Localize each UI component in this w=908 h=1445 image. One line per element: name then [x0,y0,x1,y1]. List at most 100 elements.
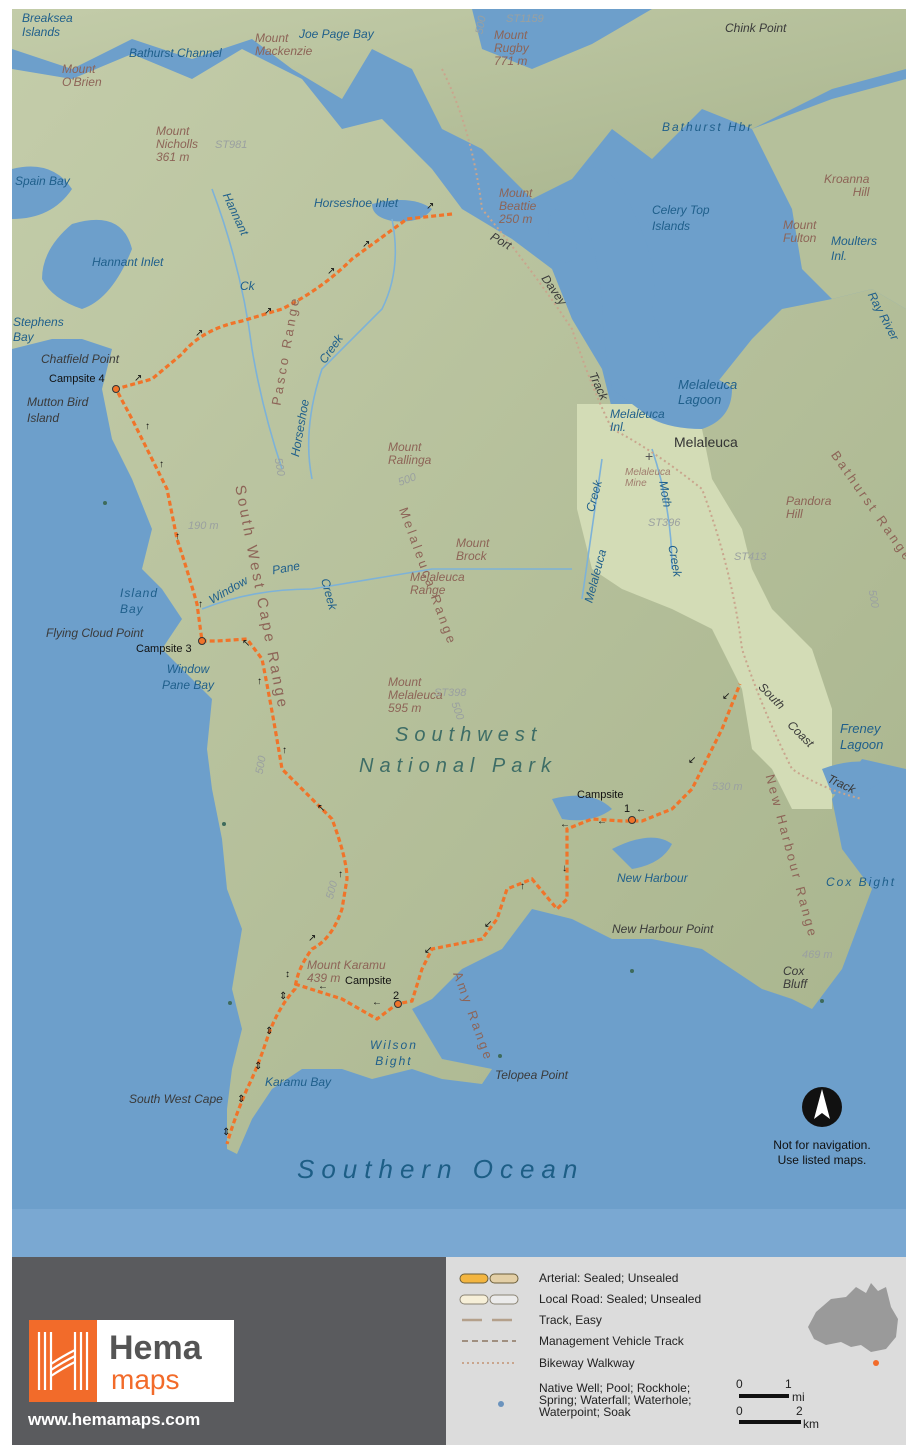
label-pandora-hill: Pandora Hill [786,494,832,521]
label-island-bay: Island Bay [120,586,159,616]
label-mutton-bird-island: Mutton Bird Island [27,395,89,425]
svg-text:↑: ↑ [145,421,150,432]
label-cox-bluff: Cox Bluff [783,964,808,991]
svg-text:←: ← [597,816,607,827]
label-190m: 190 m [188,520,219,532]
svg-text:⇕: ⇕ [254,1061,262,1072]
label-freney-lagoon: Freney Lagoon [840,721,884,752]
australia-inset-icon [808,1283,898,1366]
svg-text:↗: ↗ [264,306,272,317]
label-melaleuca-range-small: Melaleuca Range [410,570,465,597]
label-melaleuca-lagoon: Melaleuca Lagoon [678,377,738,407]
legend-bikeway-walkway: Bikeway Walkway [539,1356,635,1370]
svg-text:↙: ↙ [484,919,492,930]
north-arrow-icon [802,1087,842,1127]
hema-logo[interactable]: Hema maps [29,1320,234,1402]
label-melaleuca-inlet: Melaleuca Inl. [610,407,665,434]
label-celery-top-islands: Celery Top Islands [652,203,710,233]
svg-text:↖: ↖ [317,803,325,814]
label-southwest: Southwest [395,724,543,746]
legend-footer: Hema maps www.hemamaps.com Arterial: Sea… [12,1257,906,1445]
label-mount-mackenzie: Mount Mackenzie [255,31,313,58]
svg-text:↑: ↑ [520,881,525,892]
hema-logo-icon [29,1320,97,1402]
svg-text:←: ← [560,819,570,830]
label-cox-bight: Cox Bight [826,875,897,889]
legend-panel: Arterial: Sealed; Unsealed Local Road: S… [446,1257,906,1445]
svg-text:↑: ↑ [198,599,203,610]
svg-text:↑: ↑ [282,745,287,756]
scale-mi-zero: 0 [736,1377,743,1391]
label-campsite-2: Campsite [345,975,392,987]
legend-track-easy: Track, Easy [539,1313,602,1327]
label-wilson-bight: Wilson Bight [370,1038,418,1068]
label-st413: ST413 [734,551,767,563]
label-mount-rugby: Mount Rugby 771 m [494,28,529,68]
map-area[interactable]: ↗↗↗ ↗↗↗ ↑↑↑ ↑↖↑ ↑↖↑ ↗↕⇕ ⇕⇕⇕ ⇕←← ↙↙↑ ↓←← … [12,9,906,1257]
label-stephens-bay: Stephens Bay [13,315,64,344]
campsite-marker-icon [628,816,636,824]
label-mount-obrien: Mount O'Brien [62,62,102,89]
map-terrain: ↗↗↗ ↗↗↗ ↑↑↑ ↑↖↑ ↑↖↑ ↗↕⇕ ⇕⇕⇕ ⇕←← ↙↙↑ ↓←← … [12,9,906,1257]
svg-text:↑: ↑ [257,676,262,687]
svg-text:↗: ↗ [426,201,434,212]
label-southern-ocean: Southern Ocean [297,1154,585,1184]
label-moulters-inlet: Moulters Inl. [831,234,878,263]
label-melaleuca: Melaleuca [674,434,738,450]
legend-water-points: Native Well; Pool; Rockhole; Spring; Wat… [539,1381,692,1419]
label-flying-cloud-point: Flying Cloud Point [46,626,144,640]
label-campsite-1-number: 1 [624,803,631,815]
label-national-park: National Park [359,755,558,777]
scale-mi-unit: mi [792,1390,805,1404]
svg-text:↗: ↗ [195,328,203,339]
label-kroanna-hill: Kroanna Hill [824,172,870,199]
label-chink-point: Chink Point [725,21,787,35]
website-link[interactable]: www.hemamaps.com [28,1410,201,1429]
legend-symbols [459,1273,898,1424]
label-hannant-ck: Ck [240,279,255,293]
airstrip-icon: + [645,448,653,464]
label-campsite-1: Campsite [577,789,624,801]
legend-local-road: Local Road: Sealed; Unsealed [539,1292,702,1306]
label-mount-fulton: Mount Fulton [783,218,817,245]
label-karamu-bay: Karamu Bay [265,1075,332,1089]
label-campsite-2-number: 2 [393,990,400,1002]
logo-word-hema: Hema [109,1329,202,1367]
label-mount-brock: Mount Brock [456,536,490,563]
campsite-marker-icon [394,1000,402,1008]
label-telopea-point: Telopea Point [495,1068,568,1082]
svg-text:⇕: ⇕ [222,1127,230,1138]
campsite-marker-icon [198,637,206,645]
svg-text:←: ← [636,804,646,815]
scale-km-zero: 0 [736,1404,743,1418]
svg-text:↗: ↗ [362,239,370,250]
label-st396: ST396 [648,517,681,529]
label-hannant-inlet: Hannant Inlet [92,255,164,269]
svg-text:↗: ↗ [134,373,142,384]
svg-text:↗: ↗ [308,933,316,944]
svg-text:↕: ↕ [285,969,290,980]
label-new-harbour: New Harbour [617,871,688,885]
route-arrow-icon: ↗↗↗ ↗↗↗ ↑↑↑ ↑↖↑ ↑↖↑ ↗↕⇕ ⇕⇕⇕ ⇕←← ↙↙↑ ↓←← … [134,201,730,1138]
legend-arterial: Arterial: Sealed; Unsealed [539,1271,679,1285]
svg-text:↑: ↑ [159,459,164,470]
not-for-navigation-note: Not for navigation. Use listed maps. [773,1138,871,1167]
svg-text:↙: ↙ [688,755,696,766]
scale-mi-one: 1 [785,1377,792,1391]
label-new-harbour-point: New Harbour Point [612,922,714,936]
campsite-marker-icon [112,385,120,393]
label-breaksea-islands: Breaksea Islands [22,11,73,39]
label-mount-nicholls: Mount Nicholls 361 m [156,124,199,164]
label-st981: ST981 [215,139,248,151]
label-joe-page-bay: Joe Page Bay [299,27,374,41]
svg-text:↓: ↓ [562,863,567,874]
label-bathurst-hbr: Bathurst Hbr [662,120,754,134]
label-spain-bay: Spain Bay [15,174,70,188]
svg-text:↙: ↙ [424,945,432,956]
label-melaleuca-mine: Melaleuca Mine [625,467,671,489]
label-chatfield-point: Chatfield Point [41,352,120,366]
svg-text:↙: ↙ [722,691,730,702]
legend-management-track: Management Vehicle Track [539,1334,684,1348]
label-mount-karamu: Mount Karamu 439 m [307,958,386,985]
svg-text:↑: ↑ [175,531,180,542]
